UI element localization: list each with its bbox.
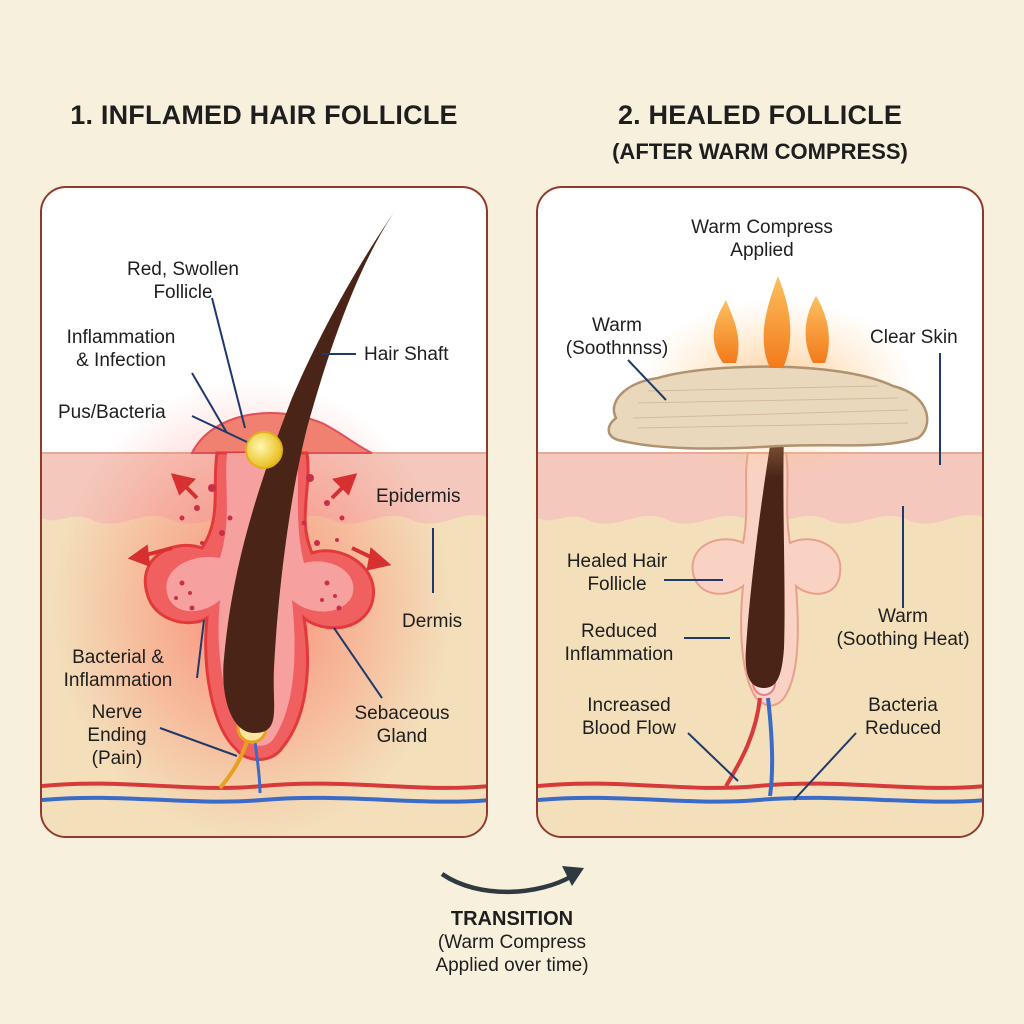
vein	[42, 795, 486, 804]
hair-shaft	[745, 433, 785, 688]
label-hair-shaft: Hair Shaft	[364, 344, 449, 365]
label-bacterial-inflammation: Bacterial & Inflammation	[63, 647, 173, 691]
label-reduced-inflammation: Reduced Inflammation	[564, 621, 674, 665]
label-dermis: Dermis	[402, 611, 463, 632]
transition-caption: TRANSITION (Warm Compress Applied over t…	[372, 908, 652, 977]
healed-follicle-panel: Warm Compress Applied Warm (Soothnnss) C…	[536, 186, 984, 838]
leader-lines	[627, 353, 941, 801]
leader-lines	[159, 297, 434, 757]
label-healed-hair-follicle: Healed Hair Follicle	[566, 551, 668, 595]
spreading-arrows	[127, 473, 392, 571]
label-sebaceous-gland: Sebaceous Gland	[354, 703, 450, 747]
label-increased-blood-flow: Increased Blood Flow	[582, 695, 676, 739]
capillary-blue	[766, 697, 775, 797]
transition-line-2: Applied over time)	[435, 955, 589, 976]
artery	[42, 781, 486, 790]
label-bacteria-reduced: Bacteria Reduced	[864, 695, 942, 739]
label-warm-compress-applied: Warm Compress Applied	[691, 217, 833, 261]
inflamed-follicle-illustration	[42, 208, 486, 836]
label-pus-bacteria: Pus/Bacteria	[58, 402, 166, 423]
label-red-swollen-follicle: Red, Swollen Follicle	[127, 259, 239, 303]
label-clear-skin: Clear Skin	[870, 327, 958, 348]
label-inflammation-infection: Inflammation & Infection	[66, 327, 176, 371]
transition-line-1: (Warm Compress	[437, 932, 587, 953]
artery	[538, 781, 982, 790]
left-panel-title: 1. INFLAMED HAIR FOLLICLE	[70, 100, 458, 130]
label-epidermis: Epidermis	[376, 486, 461, 507]
right-panel-subtitle: (AFTER WARM COMPRESS)	[612, 139, 908, 164]
capillary-red	[724, 697, 762, 788]
healed-follicle-illustration	[538, 276, 982, 836]
transition-title: TRANSITION	[450, 908, 574, 930]
pus-pocket	[245, 431, 283, 469]
label-warm-soothing-top: Warm (Soothnnss)	[565, 315, 669, 359]
hair-shaft	[223, 208, 397, 733]
heat-waves	[713, 276, 829, 368]
vein	[538, 795, 982, 804]
bacteria-dots	[174, 474, 345, 611]
label-nerve-ending: Nerve Ending (Pain)	[87, 702, 147, 769]
right-panel-title: 2. HEALED FOLLICLE	[617, 100, 903, 130]
label-warm-soothing-heat: Warm (Soothing Heat)	[836, 606, 970, 650]
inflamed-follicle-panel: Red, Swollen Follicle Inflammation & Inf…	[40, 186, 488, 838]
